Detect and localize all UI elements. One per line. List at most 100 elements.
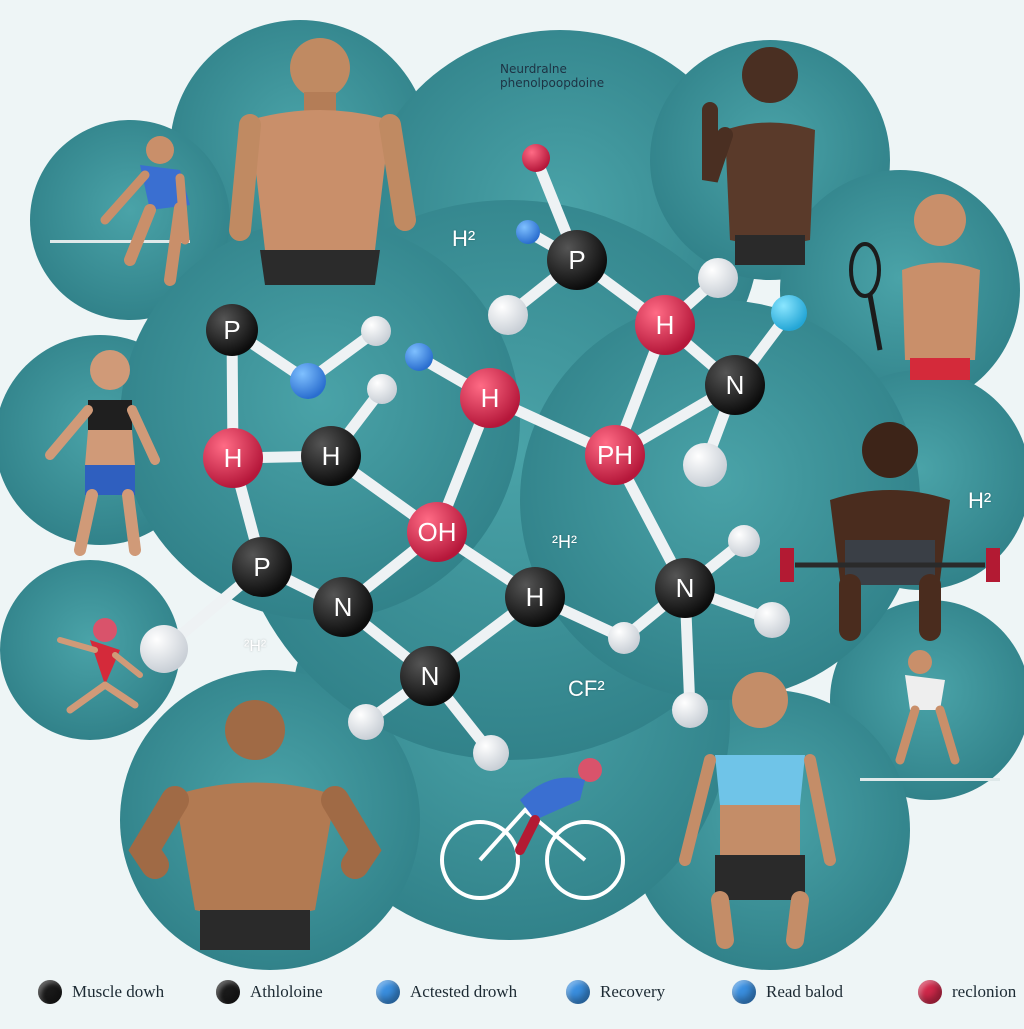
atom-6: PH (585, 425, 645, 485)
atom-label-2: H (224, 443, 243, 473)
small-sphere-1 (522, 144, 550, 172)
atom-8: H (301, 426, 361, 486)
athlete-weightlifter-figure (780, 422, 1000, 641)
atom-label-3: N (726, 370, 745, 400)
athlete-lunging-man-figure (860, 650, 1000, 781)
atom-sphere-4 (547, 230, 607, 290)
athlete-flexing-man-figure (128, 700, 382, 950)
atom-label-6: PH (597, 440, 633, 470)
atom-sphere-1 (206, 304, 258, 356)
small-sphere-10 (405, 343, 433, 371)
atom-7: H (460, 368, 520, 428)
molecule-title: Neurdralne phenolpoopdoine (500, 62, 604, 90)
legend-item-1: Muscle dowh (38, 978, 164, 1006)
legend-item-4: Recovery (566, 978, 665, 1006)
atom-14: N (400, 646, 460, 706)
legend-dot-1 (38, 980, 62, 1004)
athlete-tennis-player-figure (849, 194, 980, 380)
legend-dot-5 (732, 980, 756, 1004)
atom-label-14: N (421, 661, 440, 691)
atom-12: H (505, 567, 565, 627)
atom-13: N (655, 558, 715, 618)
formula-label-4: ²H² (244, 638, 267, 655)
small-sphere-14 (608, 622, 640, 654)
legend-label-2: Athloloine (250, 982, 323, 1001)
formula-label-3: ²H² (552, 532, 577, 552)
small-sphere-5 (771, 295, 807, 331)
athlete-small-runner-figure (57, 618, 143, 714)
molecule-title-line-2: phenolpoopdoine (500, 76, 605, 90)
athlete-clapping-man-figure (702, 47, 815, 265)
atom-label-10: P (253, 552, 270, 582)
atom-label-1: P (223, 315, 240, 345)
atom-4: P (547, 230, 607, 290)
athlete-sprinter-figure (50, 136, 190, 286)
atom-sphere-8 (301, 426, 361, 486)
athlete-woman-runner-figure (45, 350, 160, 556)
atom-sphere-14 (400, 646, 460, 706)
atom-5: H (635, 295, 695, 355)
small-sphere-15 (728, 525, 760, 557)
atom-sphere-12 (505, 567, 565, 627)
small-sphere-3 (488, 295, 528, 335)
small-sphere-11 (140, 625, 188, 673)
atom-label-7: H (481, 383, 500, 413)
small-sphere-16 (754, 602, 790, 638)
small-sphere-9 (367, 374, 397, 404)
atom-label-11: N (334, 592, 353, 622)
atom-2: H (203, 428, 263, 488)
atom-sphere-11 (313, 577, 373, 637)
formula-label-5: CF² (568, 676, 605, 701)
atom-sphere-7 (460, 368, 520, 428)
athlete-woman-figure (679, 672, 836, 949)
small-sphere-7 (361, 316, 391, 346)
atom-sphere-9 (407, 502, 467, 562)
atom-label-4: P (568, 245, 585, 275)
legend-item-5: Read balod (732, 978, 843, 1006)
molecule-title-line-1: Neurdralne (500, 62, 567, 76)
legend-label-1: Muscle dowh (72, 982, 165, 1001)
small-sphere-17 (672, 692, 708, 728)
atom-label-13: N (676, 573, 695, 603)
atom-label-9: OH (418, 517, 457, 547)
atom-label-8: H (322, 441, 341, 471)
small-sphere-4 (698, 258, 738, 298)
legend-label-6: reclonion (952, 982, 1017, 1001)
atom-11: N (313, 577, 373, 637)
athlete-cyclist-figure (440, 758, 625, 900)
atom-sphere-3 (705, 355, 765, 415)
small-sphere-6 (683, 443, 727, 487)
legend-item-6: reclonion (918, 978, 1016, 1006)
atom-9: OH (407, 502, 467, 562)
atom-label-12: H (526, 582, 545, 612)
legend-label-4: Recovery (600, 982, 666, 1001)
small-sphere-8 (290, 363, 326, 399)
legend-dot-4 (566, 980, 590, 1004)
small-sphere-13 (473, 735, 509, 771)
formula-label-2: H² (968, 488, 992, 513)
formula-label-1: H² (452, 226, 476, 251)
legend: Muscle dowh Athloloine Actested drowh Re… (0, 962, 1024, 1022)
atom-3: N (705, 355, 765, 415)
legend-item-3: Actested drowh (376, 978, 517, 1006)
legend-dot-6 (918, 980, 942, 1004)
legend-dot-3 (376, 980, 400, 1004)
atom-1: P (206, 304, 258, 356)
atom-sphere-13 (655, 558, 715, 618)
legend-item-2: Athloloine (216, 978, 323, 1006)
legend-label-5: Read balod (766, 982, 843, 1001)
atom-label-5: H (656, 310, 675, 340)
legend-label-3: Actested drowh (410, 982, 518, 1001)
atom-sphere-10 (232, 537, 292, 597)
molecule-small-spheres (140, 144, 807, 771)
atom-sphere-6 (585, 425, 645, 485)
atom-sphere-2 (203, 428, 263, 488)
athlete-figures (45, 38, 1000, 950)
athlete-shirtless-man-figure (229, 38, 416, 285)
atom-sphere-5 (635, 295, 695, 355)
legend-dot-2 (216, 980, 240, 1004)
small-sphere-2 (516, 220, 540, 244)
